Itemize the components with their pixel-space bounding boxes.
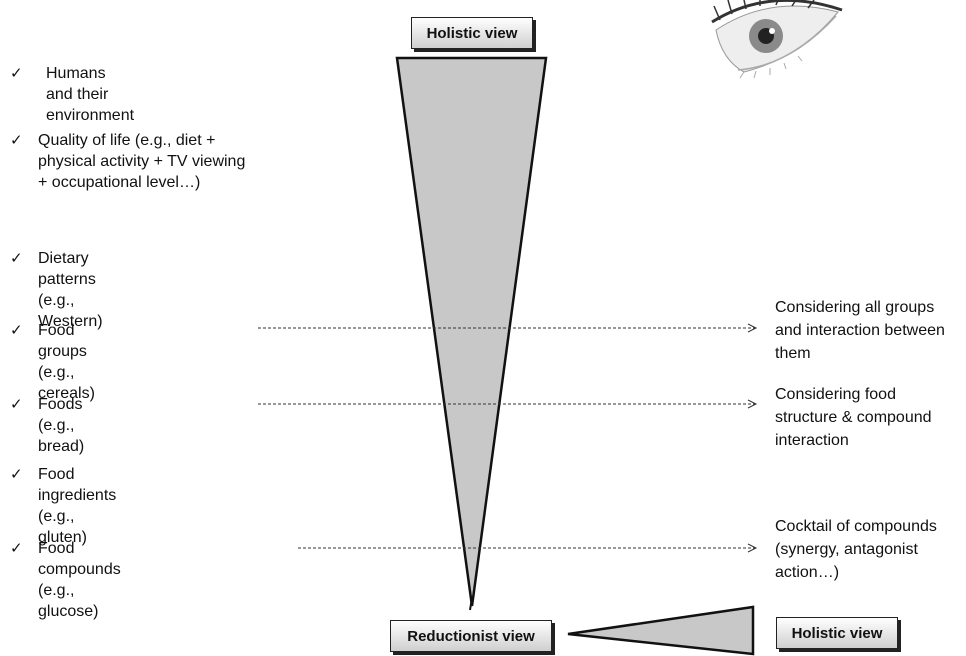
check-icon: ✓	[10, 540, 23, 557]
dashed-arrow-food-groups	[258, 323, 758, 333]
note-food-structure: Considering food structure & compound in…	[775, 386, 932, 449]
check-icon: ✓	[10, 65, 23, 82]
eye-icon	[711, 0, 843, 79]
holistic-view-top-box: Holistic view	[411, 17, 533, 49]
note-cocktail-compounds: Cocktail of compounds (synergy, antagoni…	[775, 518, 937, 581]
item-label: Food ingredients (e.g., gluten)	[38, 466, 117, 546]
item-label: Quality of life (e.g., diet + physical a…	[38, 132, 246, 191]
check-icon: ✓	[10, 466, 23, 483]
item-label: Food groups (e.g., cereals)	[38, 322, 95, 402]
item-label: Foods (e.g., bread)	[38, 396, 85, 455]
note-all-groups: Considering all groups and interaction b…	[775, 299, 945, 362]
check-icon: ✓	[10, 322, 23, 339]
item-label: Dietary patterns (e.g., Western)	[38, 250, 103, 330]
holistic-view-bottom-box: Holistic view	[776, 617, 898, 649]
triangle-tip-line	[469, 597, 473, 611]
dashed-arrow-food-compounds	[298, 543, 758, 553]
reductionist-view-box: Reductionist view	[390, 620, 552, 652]
item-label: Food compounds (e.g., glucose)	[38, 540, 121, 620]
check-icon: ✓	[10, 132, 23, 149]
item-label: Humans and their environment	[46, 65, 135, 124]
check-icon: ✓	[10, 250, 23, 267]
dashed-arrow-foods	[258, 399, 758, 409]
horizontal-triangle	[567, 605, 755, 656]
check-icon: ✓	[10, 396, 23, 413]
inverted-triangle	[395, 56, 548, 607]
